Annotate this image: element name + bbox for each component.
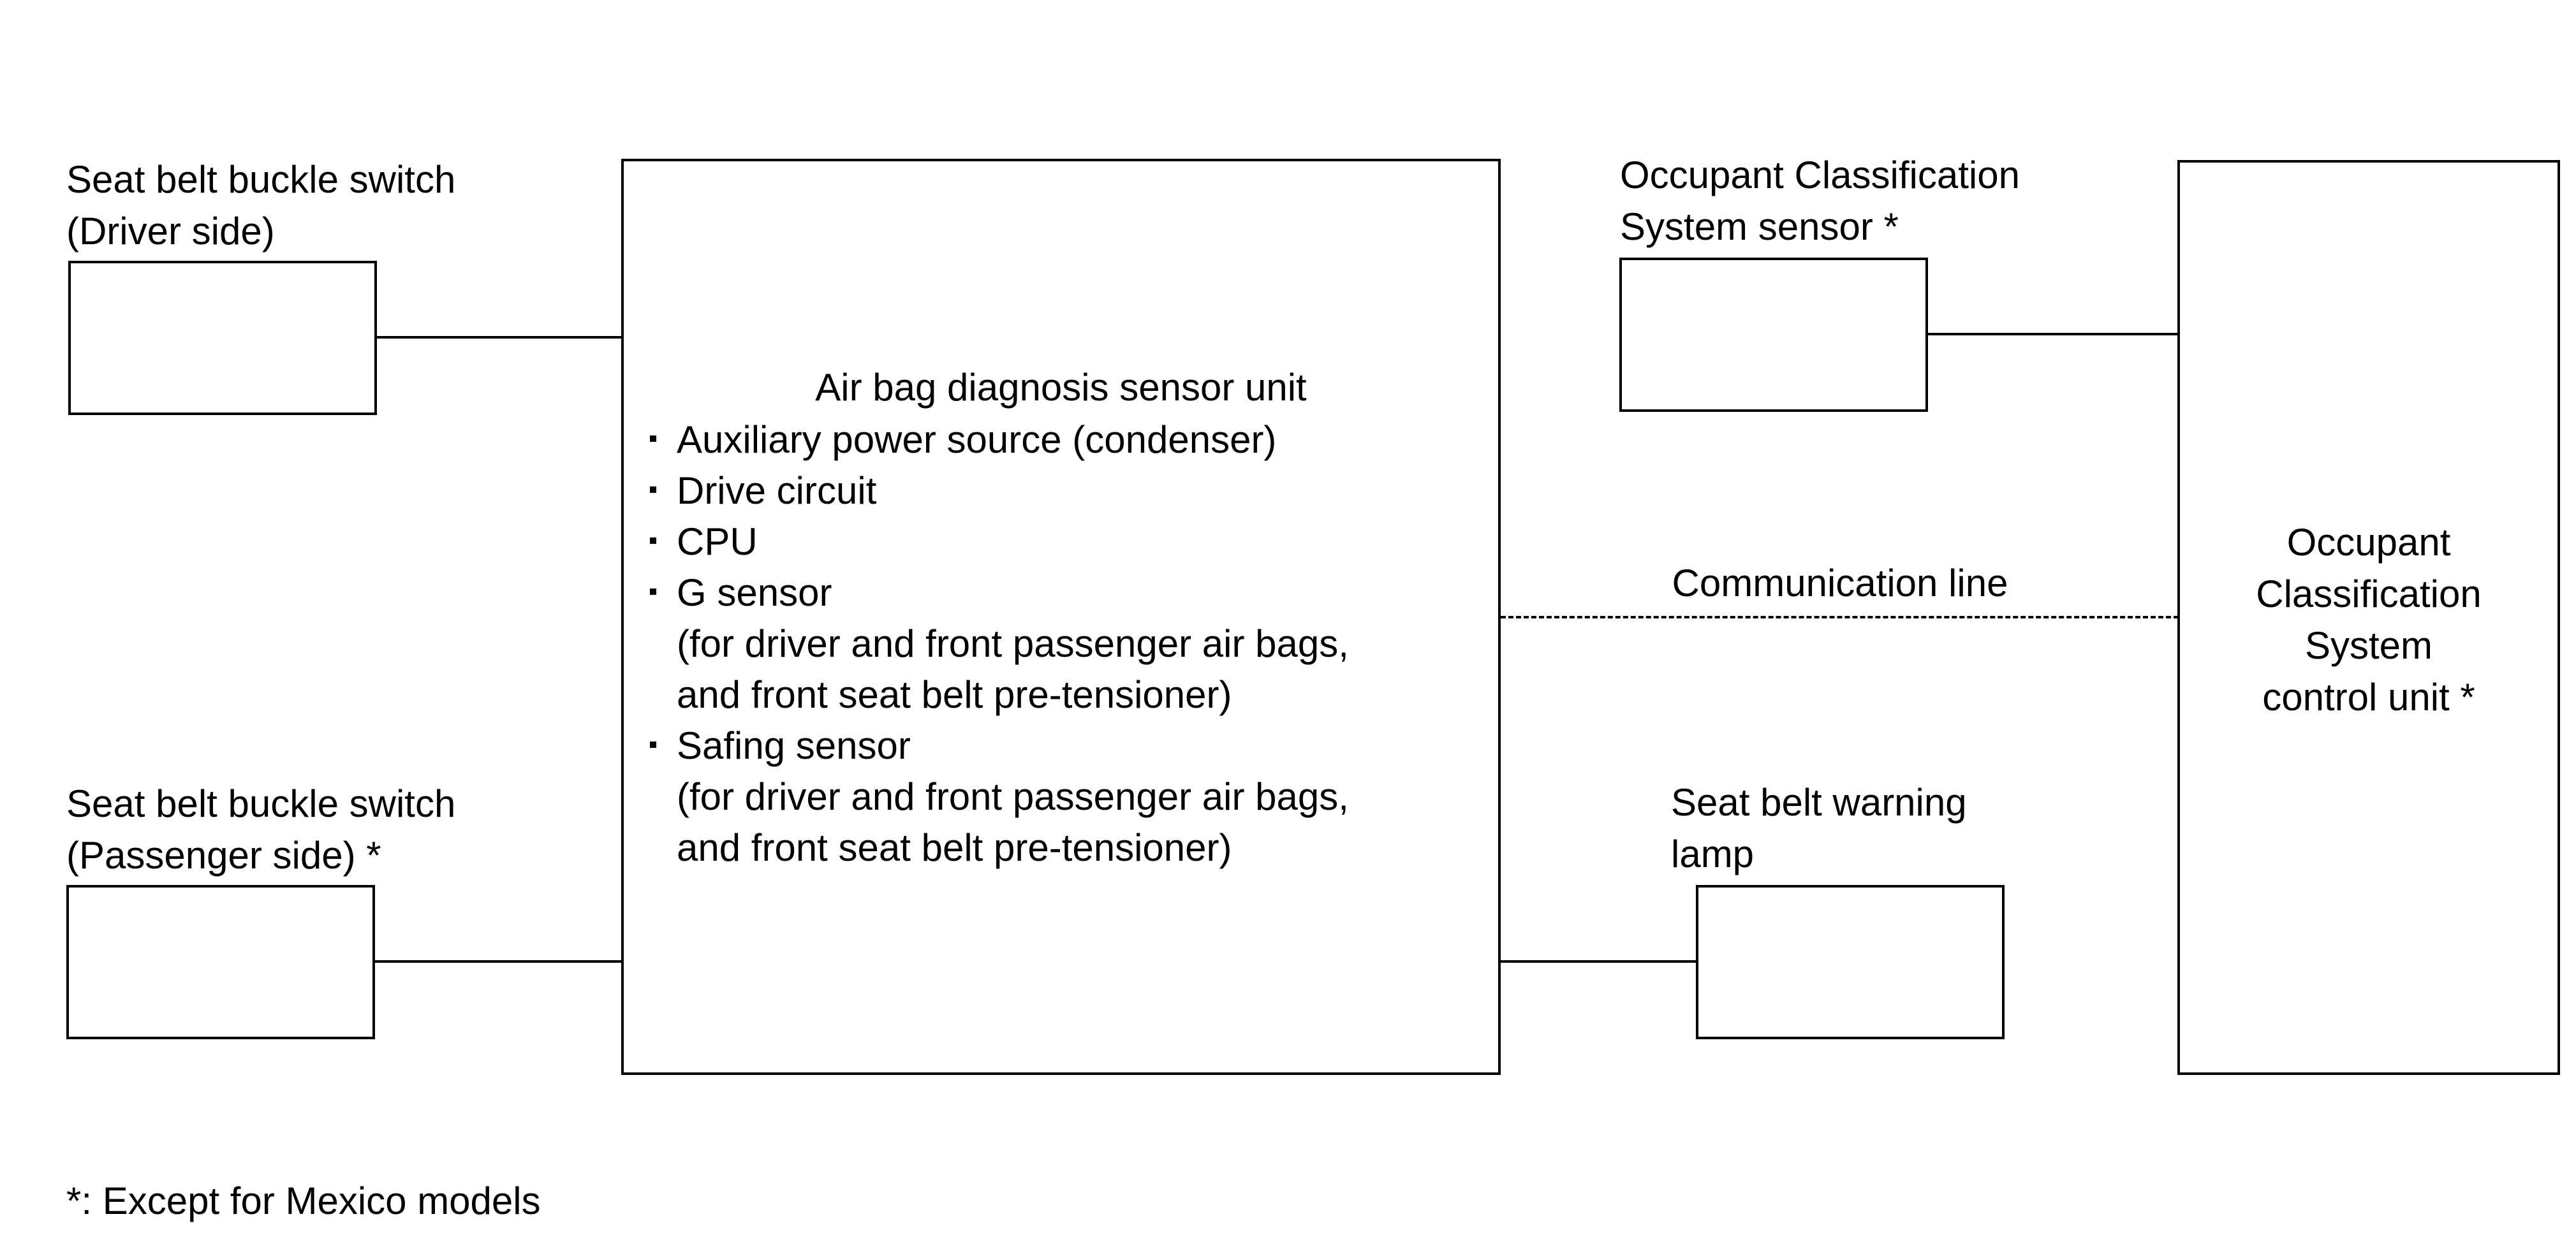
communication-line-label: Communication line (1672, 562, 2008, 604)
bullet-marker (650, 537, 656, 544)
ocs-control-unit-label-line-2: Classification (2256, 573, 2482, 615)
airbag-unit-component-item: Auxiliary power source (condenser) (647, 414, 1349, 465)
driver-buckle-switch-box (68, 261, 377, 415)
driver-switch-label: Seat belt buckle switch (Driver side) (66, 154, 455, 257)
ocs-control-unit-label-line-3: System (2304, 624, 2433, 667)
component-note-line: (for driver and front passenger air bags… (677, 622, 1349, 665)
component-name: G sensor (677, 571, 832, 614)
bullet-marker (650, 588, 656, 595)
bullet-marker (650, 486, 656, 493)
airbag-unit-component-item: Safing sensor (for driver and front passe… (647, 720, 1349, 873)
driver-switch-label-line-1: Seat belt buckle switch (66, 158, 456, 201)
ocs-sensor-label: Occupant Classification System sensor * (1620, 149, 2020, 252)
component-note-line: (for driver and front passenger air bags… (677, 775, 1349, 818)
ocs-sensor-label-line-1: Occupant Classification (1620, 154, 2020, 196)
warning-lamp-label-line-2: lamp (1671, 833, 1755, 875)
ocs-control-unit-label-line-4: control unit * (2262, 676, 2475, 719)
warning-lamp-label: Seat belt warning lamp (1671, 777, 1967, 880)
component-name: Safing sensor (677, 724, 911, 767)
warning-lamp-connector-line (1499, 960, 1697, 963)
bullet-marker (650, 435, 656, 442)
component-name: Drive circuit (677, 469, 877, 512)
component-name: Auxiliary power source (condenser) (677, 418, 1277, 461)
ocs-sensor-box (1619, 258, 1928, 412)
warning-lamp-label-line-1: Seat belt warning (1671, 781, 1967, 824)
bullet-marker (650, 742, 656, 748)
component-note-line: and front seat belt pre-tensioner) (677, 673, 1232, 716)
footnote: *: Except for Mexico models (66, 1180, 541, 1222)
airbag-unit-component-list: Auxiliary power source (condenser) Drive … (647, 414, 1349, 873)
passenger-buckle-switch-box (66, 885, 375, 1039)
ocs-sensor-label-line-2: System sensor * (1620, 205, 1899, 248)
ocs-control-unit-label: Occupant Classification System control u… (2177, 516, 2560, 723)
ocs-control-unit-label-line-1: Occupant (2286, 521, 2451, 564)
communication-line (1501, 616, 2179, 618)
warning-lamp-box (1696, 885, 2005, 1039)
airbag-diagnosis-unit-box (621, 159, 1501, 1075)
component-name: CPU (677, 520, 758, 563)
passenger-switch-connector-line (374, 960, 623, 963)
passenger-switch-label: Seat belt buckle switch (Passenger side)… (66, 778, 455, 881)
component-note-line: and front seat belt pre-tensioner) (677, 826, 1232, 869)
passenger-switch-label-line-1: Seat belt buckle switch (66, 782, 456, 825)
airbag-unit-title: Air bag diagnosis sensor unit (815, 366, 1307, 409)
driver-switch-connector-line (376, 336, 623, 339)
ocs-control-unit-box (2177, 160, 2560, 1075)
airbag-unit-component-item: Drive circuit (647, 465, 1349, 516)
driver-switch-label-line-2: (Driver side) (66, 210, 275, 252)
ocs-sensor-connector-line (1927, 333, 2180, 335)
airbag-unit-component-item: CPU (647, 516, 1349, 567)
passenger-switch-label-line-2: (Passenger side) * (66, 834, 381, 877)
airbag-unit-component-item: G sensor (for driver and front passenger … (647, 567, 1349, 720)
